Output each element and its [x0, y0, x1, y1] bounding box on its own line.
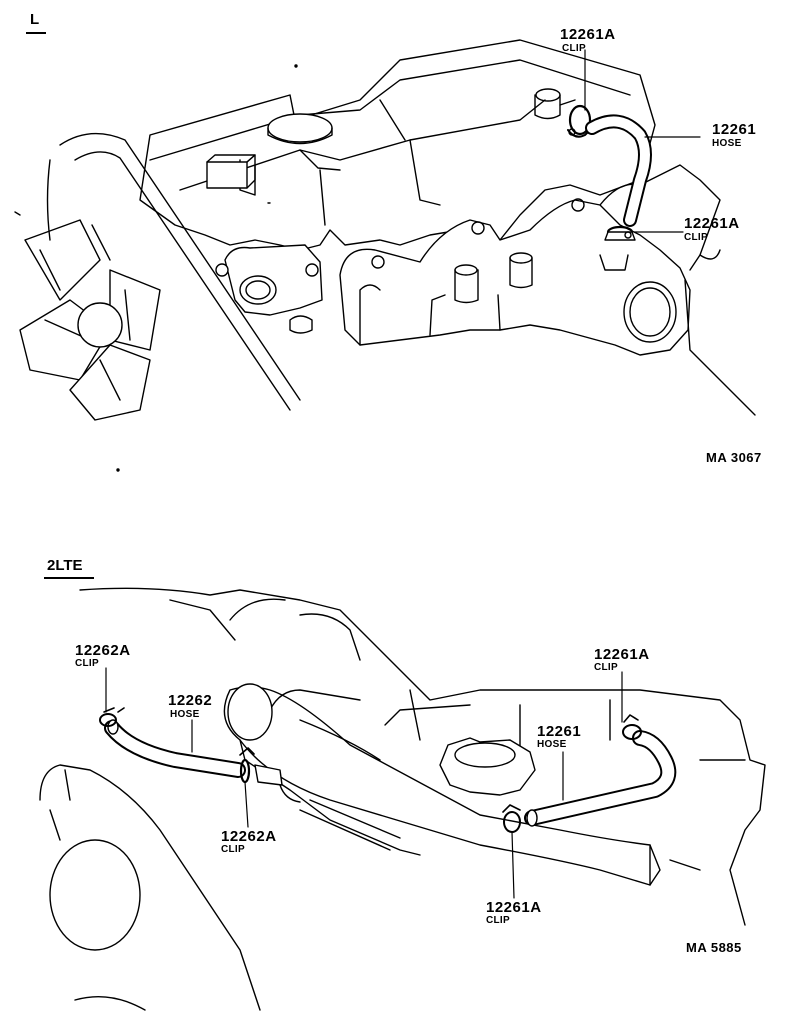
section-label-bottom-underline: [44, 577, 94, 579]
front-pulley: [39, 764, 261, 1011]
callout-top-2-part: 12261: [712, 121, 757, 138]
figure-code-top: MA 3067: [706, 450, 762, 465]
callout-top-3-part: 12261A: [684, 215, 740, 232]
intake-pipe: [223, 683, 661, 886]
callout-bottom-3-name: CLIP: [221, 844, 245, 855]
water-outlet: [215, 244, 323, 334]
callout-top-1-part: 12261A: [560, 26, 616, 43]
callout-bottom-5-part: 12261: [537, 723, 582, 740]
drive-belt: [59, 132, 301, 411]
callout-bottom-6-name: CLIP: [486, 915, 510, 926]
bottom-clip-12261a-upper: [622, 714, 642, 740]
oil-cap: [267, 113, 333, 143]
callout-bottom-2-part: 12262: [168, 692, 213, 709]
callout-bottom-6-part: 12261A: [486, 899, 542, 916]
top-clip-upper: [567, 104, 596, 138]
callout-bottom-4-name: CLIP: [594, 662, 618, 673]
callout-top-2-name: HOSE: [712, 138, 742, 149]
bottom-engine-drawing: [39, 468, 766, 1011]
callout-top-3-name: CLIP: [684, 232, 708, 243]
callout-bottom-1-part: 12262A: [75, 642, 131, 659]
section-label-top: L: [30, 11, 40, 28]
bottom-hose-12262: [104, 719, 246, 778]
top-hose-12261: [585, 114, 652, 227]
callout-bottom-2-name: HOSE: [170, 709, 200, 720]
callout-bottom-1-name: CLIP: [75, 658, 99, 669]
section-label-top-underline: [26, 32, 46, 34]
top-engine-drawing: [14, 39, 756, 421]
rear-engine-body: [79, 587, 766, 926]
callout-bottom-5-name: HOSE: [537, 739, 567, 750]
callout-top-1-name: CLIP: [562, 43, 586, 54]
callout-bottom-4-part: 12261A: [594, 646, 650, 663]
oil-filler-cap: [439, 737, 536, 796]
callout-bottom-3-part: 12262A: [221, 828, 277, 845]
bottom-hose-12261: [524, 730, 677, 827]
figure-code-bottom: MA 5885: [686, 940, 742, 955]
cooling-fan: [19, 219, 161, 421]
top-clip-lower: [604, 225, 636, 241]
exhaust-manifold: [339, 164, 756, 416]
section-label-bottom: 2LTE: [47, 557, 83, 574]
